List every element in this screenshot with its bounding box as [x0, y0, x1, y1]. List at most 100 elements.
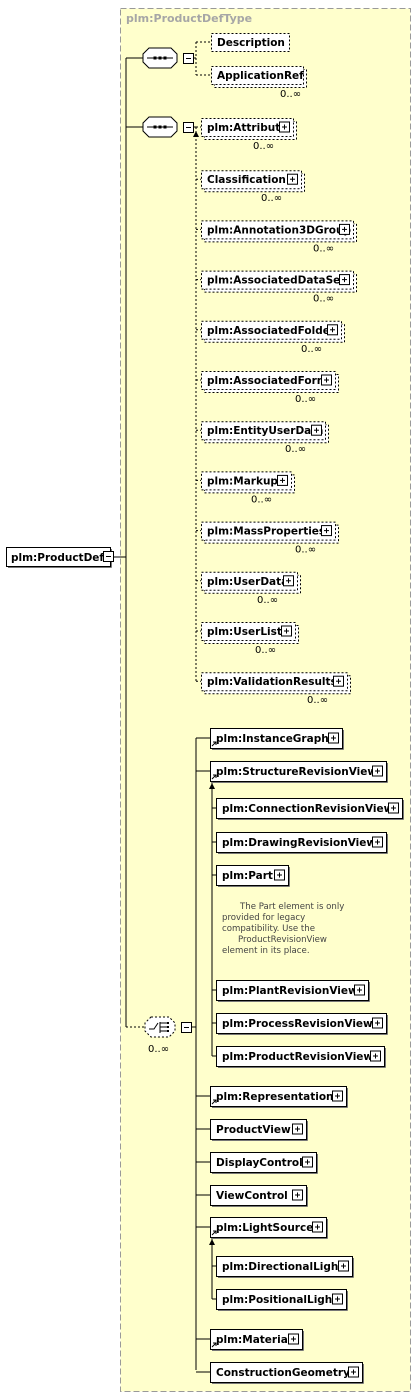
element-positionallight[interactable]: plm:PositionalLight	[216, 1289, 348, 1311]
element-displaycontrol[interactable]: DisplayControl	[210, 1152, 318, 1174]
element-label: plm:StructureRevisionView	[216, 766, 377, 778]
element-productview[interactable]: ProductView	[210, 1119, 308, 1141]
element-productrevisionview[interactable]: plm:ProductRevisionView	[216, 1046, 386, 1068]
choice-compositor[interactable]	[144, 1016, 192, 1038]
element-label: plm:Attribute	[207, 122, 287, 134]
expand-icon[interactable]	[372, 765, 383, 777]
expand-icon[interactable]	[274, 869, 285, 881]
element-instancegraph[interactable]: plm:InstanceGraph	[210, 728, 344, 750]
expand-icon[interactable]	[339, 274, 350, 286]
element-label: plm:AssociatedDataSet	[207, 275, 345, 287]
element-label: plm:LightSource	[216, 1222, 313, 1234]
expand-icon[interactable]	[321, 525, 332, 537]
expand-icon[interactable]	[281, 625, 292, 637]
occurrence-label: 0..∞	[285, 444, 306, 455]
type-container	[120, 8, 411, 1392]
element-plantrevisionview[interactable]: plm:PlantRevisionView	[216, 980, 370, 1002]
element-label: plm:PlantRevisionView	[222, 985, 358, 997]
expand-icon[interactable]	[332, 1090, 343, 1102]
element-label: DisplayControl	[216, 1157, 303, 1169]
expand-icon[interactable]	[339, 223, 350, 235]
expand-icon[interactable]	[292, 1189, 303, 1201]
collapse-icon[interactable]	[103, 551, 114, 562]
element-constructiongeometry[interactable]: ConstructionGeometry	[210, 1362, 364, 1384]
expand-icon[interactable]	[312, 1221, 323, 1233]
element-directionallight[interactable]: plm:DirectionalLight	[216, 1256, 354, 1278]
occurrence-label: 0..∞	[307, 695, 328, 706]
element-label: plm:Markup	[207, 475, 278, 487]
element-label: plm:EntityUserData	[207, 425, 323, 437]
expand-icon[interactable]	[372, 836, 383, 848]
expand-icon[interactable]	[388, 802, 399, 814]
element-userlist[interactable]: plm:UserList 0..∞	[201, 622, 299, 657]
expand-icon[interactable]	[311, 424, 322, 436]
element-drawingrevisionview[interactable]: plm:DrawingRevisionView	[216, 832, 388, 854]
expand-icon[interactable]	[327, 324, 338, 336]
element-label: plm:PositionalLight	[222, 1294, 337, 1306]
element-annotation3dgroup[interactable]: plm:Annotation3DGroup 0..∞	[201, 220, 357, 255]
element-processrevisionview[interactable]: plm:ProcessRevisionView	[216, 1013, 388, 1035]
element-material[interactable]: plm:Material	[210, 1329, 304, 1351]
expand-icon[interactable]	[277, 474, 288, 486]
expand-icon[interactable]	[321, 374, 332, 386]
connector-lines	[114, 41, 216, 1373]
expand-icon[interactable]	[338, 1260, 349, 1272]
element-entityuserdata[interactable]: plm:EntityUserData 0..∞	[201, 421, 329, 456]
expand-icon[interactable]	[288, 1333, 299, 1345]
expand-icon[interactable]	[292, 1123, 303, 1135]
element-label: plm:UserData	[207, 576, 288, 588]
expand-icon[interactable]	[348, 1366, 359, 1378]
expand-icon[interactable]	[283, 575, 294, 587]
occurrence-label: 0..∞	[295, 394, 316, 405]
occurrence-label: 0..∞	[301, 344, 322, 355]
element-structurerevisionview[interactable]: plm:StructureRevisionView	[210, 761, 388, 783]
element-description[interactable]: Description	[211, 33, 290, 52]
occurrence-label: 0..∞	[313, 243, 334, 254]
collapse-icon[interactable]	[181, 1022, 192, 1033]
element-label: plm:DrawingRevisionView	[222, 837, 376, 849]
expand-icon[interactable]	[354, 984, 365, 996]
expand-icon[interactable]	[370, 1050, 381, 1062]
expand-icon[interactable]	[333, 675, 344, 687]
part-annotation-line: compatibility. Use the	[222, 924, 315, 934]
collapse-icon[interactable]	[183, 53, 194, 64]
expand-icon[interactable]	[372, 1017, 383, 1029]
element-label: plm:Part	[222, 870, 273, 882]
expand-icon[interactable]	[332, 1293, 343, 1305]
element-label: plm:UserList	[207, 626, 282, 638]
element-connectionrevisionview[interactable]: plm:ConnectionRevisionView	[216, 798, 404, 820]
expand-icon[interactable]	[302, 1156, 313, 1168]
expand-icon[interactable]	[328, 732, 339, 744]
root-element-product-def[interactable]: plm:ProductDef	[6, 547, 114, 568]
expand-icon[interactable]	[287, 173, 298, 185]
element-part[interactable]: plm:Part	[216, 865, 290, 887]
element-label: ConstructionGeometry	[216, 1367, 350, 1379]
element-label: plm:Annotation3DGroup	[207, 224, 351, 236]
element-representation[interactable]: plm:Representation	[210, 1086, 348, 1108]
reference-arrow-icon	[211, 1099, 217, 1105]
element-lightsource[interactable]: plm:LightSource	[210, 1217, 328, 1239]
part-annotation-line: provided for legacy	[222, 913, 305, 923]
element-label: ApplicationRef	[217, 70, 304, 82]
collapse-icon[interactable]	[183, 122, 194, 133]
occurrence-label: 0..∞	[295, 545, 316, 556]
element-label: plm:InstanceGraph	[216, 733, 329, 745]
product-def-type-box: plm:ProductDefType	[120, 8, 411, 1392]
sequence-compositor-1[interactable]	[142, 47, 194, 69]
element-label: ViewControl	[216, 1190, 288, 1202]
sequence-compositor-2[interactable]	[142, 116, 194, 138]
element-viewcontrol[interactable]: ViewControl	[210, 1185, 308, 1207]
occurrence-label: 0..∞	[255, 645, 276, 656]
element-label: Classification	[207, 174, 286, 186]
expand-icon[interactable]	[279, 121, 290, 133]
